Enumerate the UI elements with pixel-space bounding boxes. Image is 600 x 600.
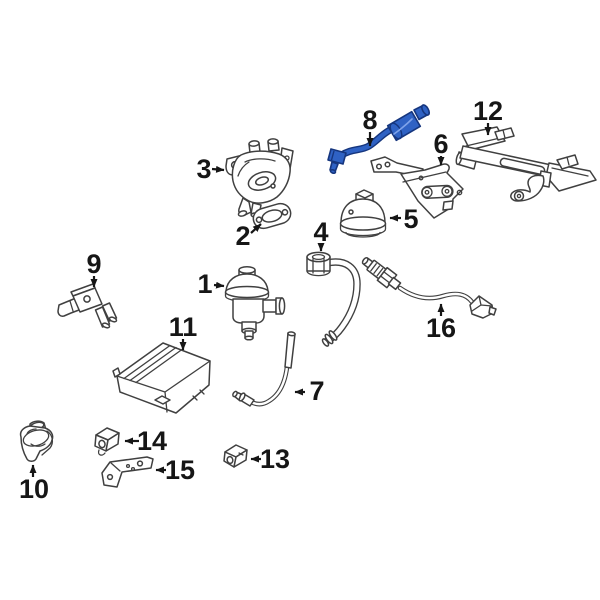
- callout-1: 1: [197, 269, 225, 299]
- callout-6: 6: [433, 129, 449, 166]
- callout-5: 5: [389, 204, 419, 234]
- part-6-drawing: [370, 156, 464, 219]
- callout-14-label: 14: [137, 426, 167, 456]
- callout-2-label: 2: [235, 221, 250, 251]
- part-9-drawing: [57, 283, 118, 329]
- callout-3: 3: [196, 154, 225, 184]
- callout-15-label: 15: [165, 455, 195, 485]
- part-5-drawing: [339, 189, 387, 238]
- part-14-drawing: [94, 427, 120, 456]
- callout-12-label: 12: [473, 96, 503, 126]
- callout-10: 10: [19, 464, 49, 504]
- callout-13-label: 13: [260, 444, 290, 474]
- callout-14: 14: [124, 426, 167, 456]
- callout-2: 2: [235, 221, 262, 251]
- callout-4-label: 4: [313, 217, 328, 247]
- part-16-drawing: [361, 257, 497, 319]
- part-3-drawing: [225, 138, 294, 218]
- callout-16: 16: [426, 303, 456, 343]
- callout-3-label: 3: [196, 154, 211, 184]
- part-12-drawing: [455, 126, 597, 202]
- callout-13: 13: [250, 444, 290, 474]
- callout-8: 8: [362, 105, 378, 147]
- part-11-drawing: [112, 342, 211, 414]
- part-4-drawing: [306, 251, 361, 347]
- part-1-drawing: [224, 266, 286, 341]
- callout-11-label: 11: [169, 312, 198, 342]
- part-2-drawing: [252, 202, 292, 230]
- callout-7: 7: [294, 376, 325, 406]
- callout-9: 9: [86, 249, 102, 288]
- callout-1-label: 1: [197, 269, 212, 299]
- callout-15: 15: [155, 455, 195, 485]
- callout-8-label: 8: [362, 105, 377, 135]
- callout-10-label: 10: [19, 474, 49, 504]
- callout-7-label: 7: [309, 376, 324, 406]
- callouts: 1 2 3 4 5 6 7 8: [19, 96, 503, 504]
- part-13-drawing: [223, 444, 248, 468]
- part-7-drawing: [232, 331, 296, 407]
- part-15-drawing: [101, 456, 154, 488]
- callout-6-label: 6: [433, 129, 448, 159]
- callout-9-label: 9: [86, 249, 101, 279]
- callout-16-label: 16: [426, 313, 456, 343]
- callout-11: 11: [169, 312, 198, 351]
- callout-5-label: 5: [403, 204, 418, 234]
- callout-12: 12: [473, 96, 503, 136]
- part-10-drawing: [19, 420, 54, 462]
- callout-4: 4: [313, 217, 329, 252]
- part-8-drawing-highlighted: [327, 104, 431, 175]
